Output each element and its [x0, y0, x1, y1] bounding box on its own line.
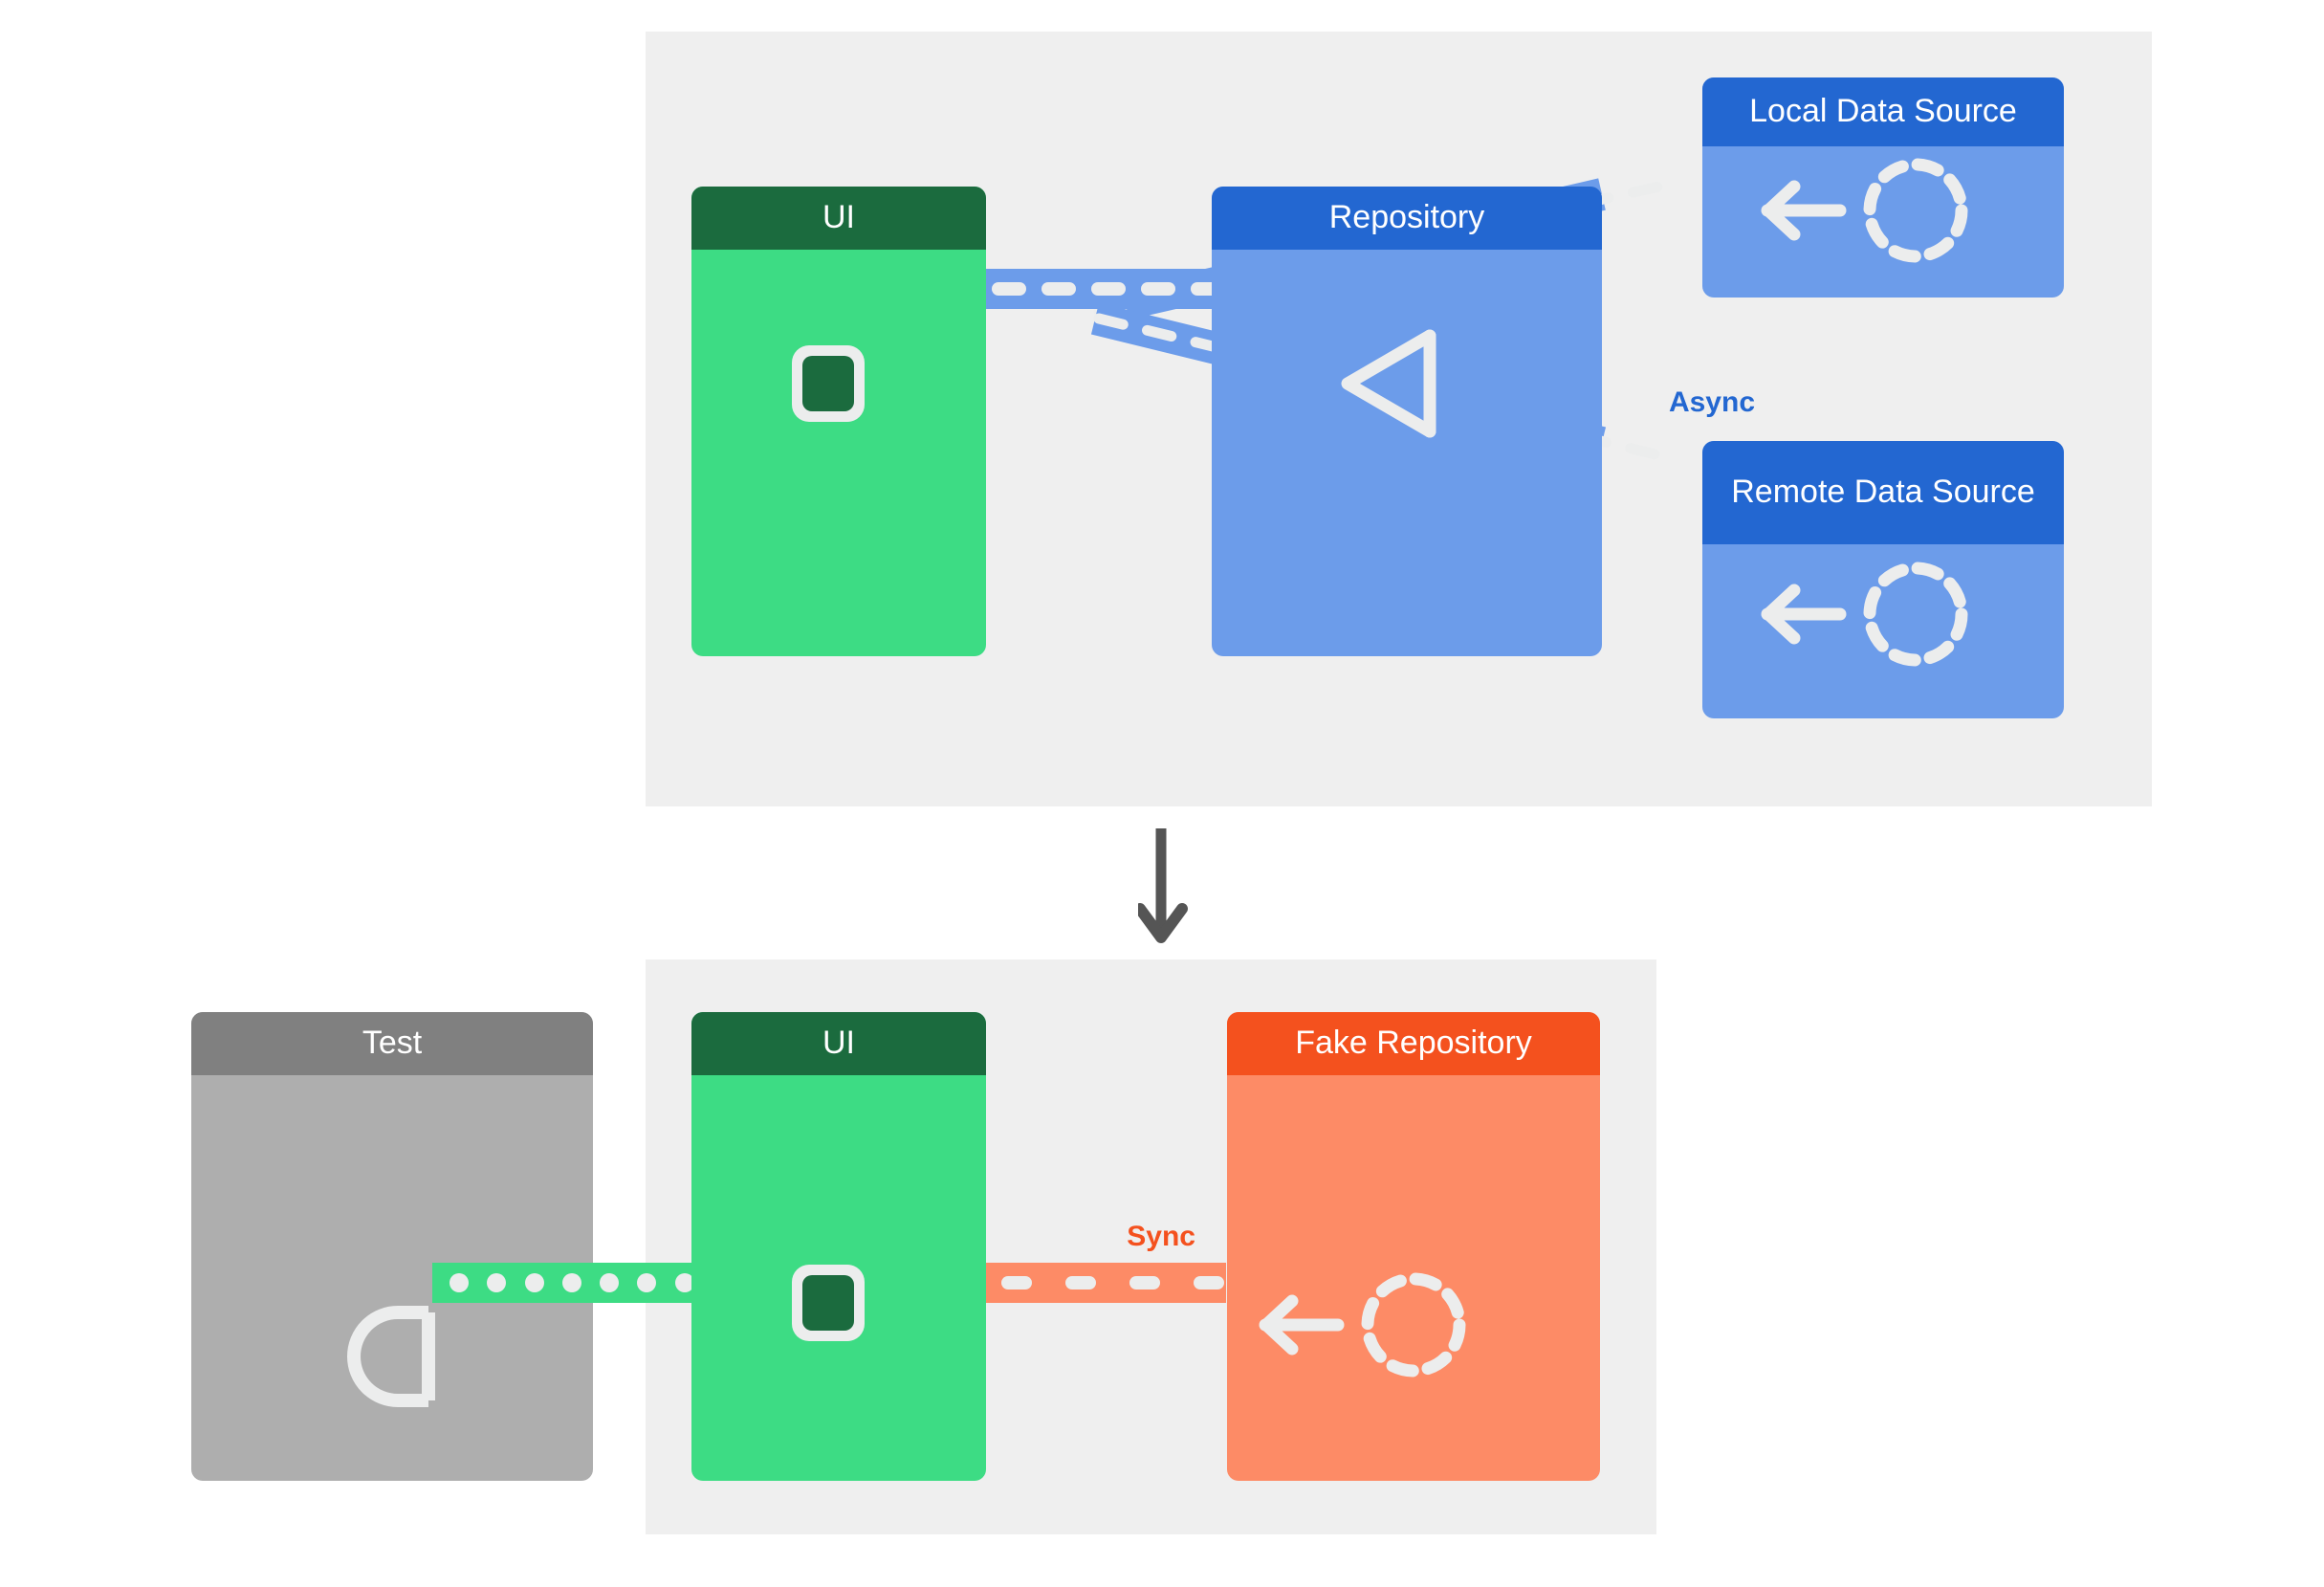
provided-interface-circle-icon [1355, 1267, 1472, 1383]
node-ui-production-body [691, 250, 986, 656]
required-interface-socket-icon [792, 345, 865, 422]
node-ui-production-header: UI [691, 187, 986, 250]
incoming-arrow-icon [1756, 583, 1848, 646]
node-test[interactable]: Test [191, 1012, 593, 1481]
node-ui-test-header: UI [691, 1012, 986, 1075]
node-ui-production[interactable]: UI [691, 187, 986, 656]
incoming-arrow-icon [1254, 1293, 1346, 1356]
node-remote-data-source-header: Remote Data Source [1702, 441, 2064, 544]
node-ui-test-body [691, 1075, 986, 1481]
node-ui-test[interactable]: UI [691, 1012, 986, 1481]
node-test-body [191, 1075, 593, 1481]
node-test-header: Test [191, 1012, 593, 1075]
node-fake-repository-header: Fake Repository [1227, 1012, 1600, 1075]
node-local-data-source[interactable]: Local Data Source [1702, 77, 2064, 298]
provided-interface-circle-icon [1857, 556, 1974, 672]
node-fake-repository[interactable]: Fake Repository [1227, 1012, 1600, 1481]
node-repository-header: Repository [1212, 187, 1602, 250]
node-local-data-source-header: Local Data Source [1702, 77, 2064, 146]
async-connection-label: Async [1668, 386, 1755, 418]
provided-interface-circle-icon [1857, 152, 1974, 269]
required-interface-socket-icon [792, 1265, 865, 1341]
node-remote-data-source[interactable]: Remote Data Source [1702, 441, 2064, 718]
open-triangle-delegation-icon [1334, 328, 1439, 439]
production-architecture-panel: Async UI Repository Local Data Source [646, 32, 2152, 806]
node-fake-repository-body [1227, 1075, 1600, 1481]
node-remote-data-source-body [1702, 544, 2064, 718]
sync-connection-label: Sync [1127, 1221, 1195, 1252]
node-repository-body [1212, 250, 1602, 656]
incoming-arrow-icon [1756, 179, 1848, 242]
node-repository[interactable]: Repository [1212, 187, 1602, 656]
down-arrow-icon [1134, 825, 1234, 949]
node-local-data-source-body [1702, 146, 2064, 298]
provided-socket-c-icon [344, 1305, 440, 1408]
